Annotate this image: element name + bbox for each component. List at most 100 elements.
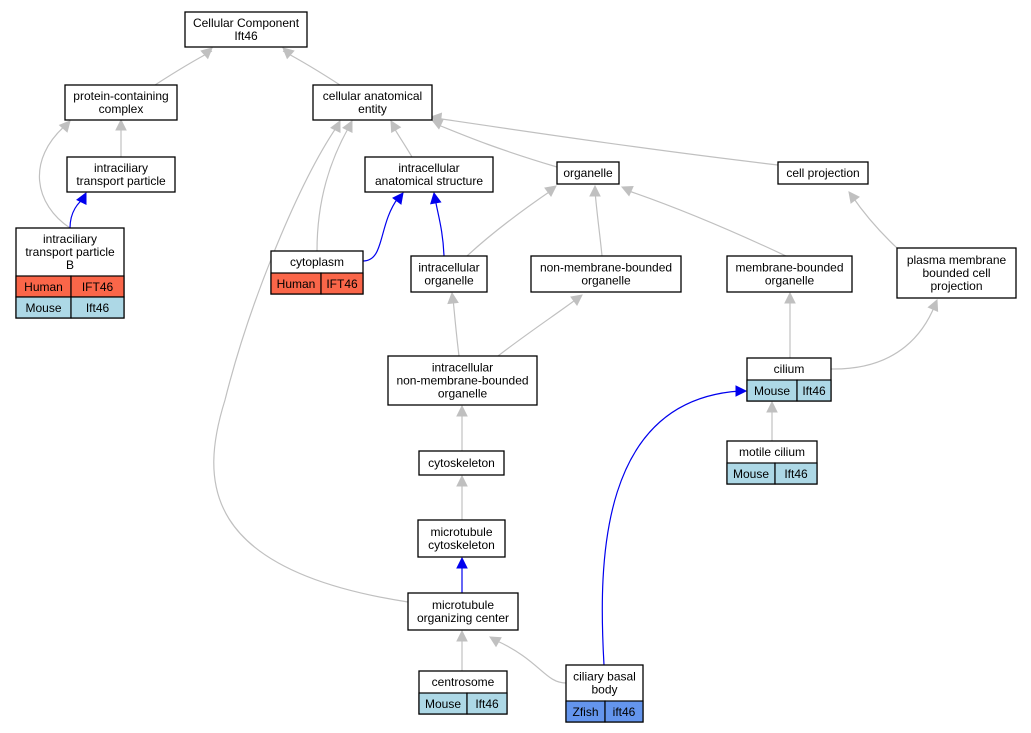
arrowhead-icon	[429, 112, 443, 125]
arrowhead-icon	[330, 120, 341, 134]
edge-io-org	[466, 185, 557, 257]
edge-cent-mtoc	[456, 629, 468, 671]
arrowhead-icon	[735, 385, 748, 397]
arrowhead-icon	[927, 298, 939, 312]
species-label: Human	[277, 277, 316, 291]
node-label-line: intracellular	[398, 161, 459, 175]
node-box	[726, 255, 853, 293]
node-cp[interactable]: cell projection	[777, 161, 869, 185]
arrowhead-icon	[589, 184, 601, 197]
node-label-line: plasma membrane	[907, 253, 1007, 267]
node-label-line: microtubule	[430, 525, 492, 539]
node-box	[417, 519, 506, 558]
node-label-line: organizing center	[417, 611, 509, 625]
edge-cyto-cae	[316, 120, 353, 252]
edge-line	[154, 50, 213, 86]
species-label: Human	[24, 280, 63, 294]
node-inmbo[interactable]: intracellularnon-membrane-boundedorganel…	[387, 355, 538, 406]
gene-cell	[466, 692, 508, 715]
edge-itp-pcc	[115, 118, 127, 157]
node-label-line: motile cilium	[739, 445, 805, 459]
edge-mtoc-mtcsk	[456, 556, 468, 593]
gene-label: Ift46	[802, 384, 826, 398]
nodes-layer: Cellular ComponentIft46protein-containin…	[15, 11, 1017, 723]
edge-line	[601, 390, 741, 666]
node-label-line: organelle	[424, 274, 474, 288]
node-label-line: projection	[930, 279, 982, 293]
gene-cell	[320, 272, 364, 295]
node-label-line: intraciliary	[43, 232, 97, 246]
node-label-line: cilium	[774, 362, 805, 376]
edge-line	[316, 124, 351, 252]
edge-line	[830, 304, 936, 370]
species-label: Zfish	[572, 705, 598, 719]
edge-line	[594, 190, 603, 257]
node-box	[410, 255, 488, 293]
arrowhead-icon	[447, 291, 459, 305]
node-label-line: intraciliary	[94, 161, 148, 175]
edge-cil-pmbcp	[830, 298, 939, 370]
node-label-line: cytoskeleton	[428, 538, 495, 552]
arrowhead-icon	[76, 192, 87, 206]
gene-label: IFT46	[82, 280, 114, 294]
gene-label: IFT46	[326, 277, 358, 291]
edge-cbb-cil	[601, 385, 748, 666]
arrowhead-icon	[282, 47, 295, 60]
edge-itpb-pcc	[39, 120, 71, 229]
node-box	[64, 84, 178, 121]
edge-line	[452, 297, 460, 357]
node-label-line: B	[66, 258, 74, 272]
node-label-line: cytoskeleton	[428, 456, 495, 470]
node-label-line: Ift46	[234, 29, 258, 43]
arrowhead-icon	[456, 556, 468, 569]
node-box	[364, 156, 494, 193]
node-label-line: transport particle	[25, 245, 115, 259]
node-label-line: protein-containing	[73, 89, 168, 103]
node-box	[387, 355, 538, 406]
species-label: Mouse	[25, 301, 61, 315]
node-box	[407, 592, 519, 631]
edge-mcil-cil	[766, 400, 778, 441]
arrowhead-icon	[115, 118, 127, 131]
edge-cp-cae	[429, 112, 779, 166]
edge-line	[392, 125, 413, 158]
gene-cell	[774, 462, 818, 485]
edge-csk-inmbo	[456, 404, 468, 451]
node-box	[184, 11, 308, 48]
annotation-row: Human IFT46	[15, 275, 125, 298]
arrowhead-icon	[456, 404, 468, 417]
node-csk[interactable]: cytoskeleton	[418, 450, 505, 476]
arrowhead-icon	[456, 474, 468, 487]
gene-label: ift46	[613, 705, 636, 719]
edge-line	[494, 639, 567, 684]
species-label: Mouse	[425, 697, 461, 711]
edge-line	[851, 195, 898, 249]
node-box	[312, 84, 433, 121]
node-label-line: non-membrane-bounded	[540, 261, 672, 275]
node-org[interactable]: organelle	[556, 161, 620, 185]
node-label-line: organelle	[563, 166, 613, 180]
edge-inmbo-nmbo	[497, 294, 583, 357]
edge-nmbo-org	[589, 184, 603, 257]
node-box	[418, 450, 505, 476]
